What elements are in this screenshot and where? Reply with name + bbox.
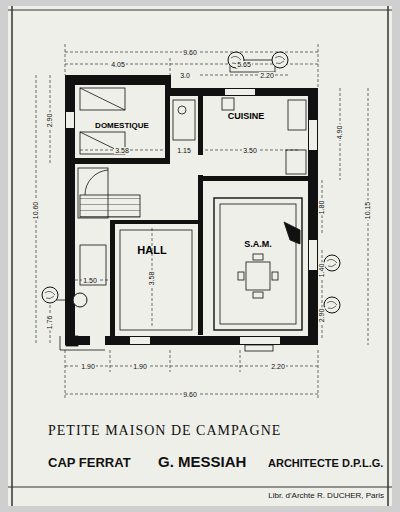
dimension-label: 1.80 — [319, 199, 326, 215]
dimension-label: 9.60 — [182, 391, 198, 398]
room-label: DOMESTIQUE — [95, 122, 149, 130]
title-block-text: ARCHITECTE D.P.L.G. — [268, 458, 383, 469]
dimension-label: 1.76 — [47, 314, 54, 330]
room-area: S.A.M. — [244, 240, 272, 249]
dimension-label: 2.20 — [270, 363, 286, 370]
dimension-label: 1.90 — [80, 363, 96, 370]
room-area: CUISINE — [228, 112, 265, 121]
dimension-label: 4.05 — [110, 61, 126, 68]
title-block-text: Libr. d'Archte R. DUCHER, Paris — [268, 492, 384, 500]
room-label: CUISINE — [228, 112, 265, 121]
dimension-label: 3.50 — [242, 147, 258, 154]
room-label: HALL — [137, 245, 166, 256]
dimension-label: 5.65 — [236, 61, 252, 68]
dimension-label: 1.40 — [319, 262, 326, 278]
title-block-text: CAP FERRAT — [48, 456, 131, 469]
room-label: S.A.M. — [244, 240, 272, 249]
dimension-label: 3.0 — [179, 72, 191, 79]
dimension-label: 10.60 — [33, 200, 40, 220]
dimension-label: 4.90 — [337, 124, 344, 140]
dimension-label: 3.58 — [149, 270, 156, 286]
dimension-label: 3.58 — [114, 147, 130, 154]
plan-title: PETITE MAISON DE CAMPAGNE — [48, 424, 281, 438]
dimension-label: 1.90 — [132, 363, 148, 370]
dimension-label: 2.90 — [47, 112, 54, 128]
dimension-label: 1.50 — [82, 277, 98, 284]
dimension-label: 9.60 — [182, 49, 198, 56]
dimension-label: 10.15 — [365, 200, 372, 220]
title-block-text: G. MESSIAH — [158, 454, 246, 469]
dimension-label: 1.15 — [176, 147, 192, 154]
dimension-label: 2.20 — [259, 72, 275, 79]
dimension-label: 2.90 — [319, 307, 326, 323]
room-area: HALL — [137, 245, 166, 256]
room-area: DOMESTIQUE — [95, 122, 149, 130]
